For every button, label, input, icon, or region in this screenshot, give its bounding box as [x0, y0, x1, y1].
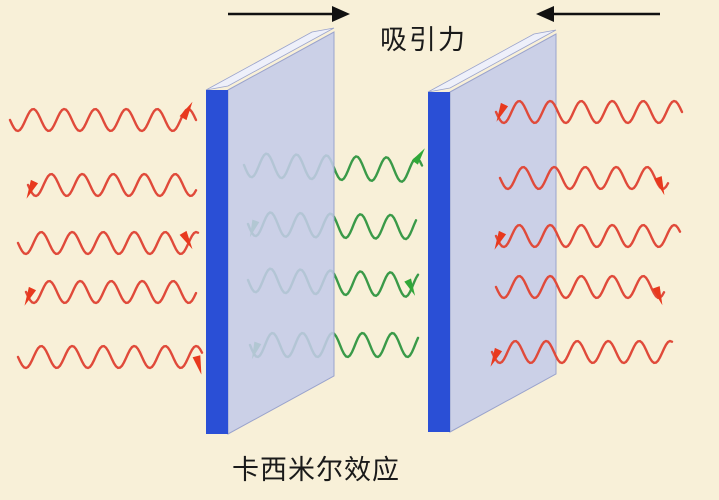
plate-left-top — [205, 27, 335, 91]
arrow-left-icon — [536, 6, 554, 22]
plate-left — [205, 27, 335, 435]
outer-wave-left-5 — [16, 344, 204, 370]
outer-arrow-right-3-icon — [494, 230, 507, 250]
outer-wave-left-4 — [24, 279, 198, 305]
outer-wave-left-1 — [8, 107, 198, 133]
outer-arrow-left-2-icon — [26, 179, 39, 199]
outer-arrow-right-5-icon — [490, 347, 503, 367]
outer-arrow-right-2-icon — [654, 176, 665, 196]
outer-arrow-left-3-icon — [179, 230, 193, 250]
foreground-layer — [228, 6, 684, 367]
arrow-right-icon — [332, 6, 350, 22]
plate-left-face — [227, 31, 335, 435]
outer-arrow-right-1-icon — [496, 102, 509, 122]
diagram-caption: 卡西米尔效应 — [232, 455, 400, 486]
outer-wave-right-5 — [490, 339, 674, 365]
attraction-label: 吸引力 — [380, 25, 467, 56]
outer-wave-left-3 — [16, 230, 200, 256]
outer-arrow-left-4-icon — [24, 286, 37, 306]
outer-wave-right-1 — [494, 99, 684, 125]
outer-arrow-right-4-icon — [652, 286, 663, 306]
outer-wave-right-2 — [498, 165, 670, 191]
plate-right-top — [427, 29, 557, 93]
outer-wave-right-3 — [494, 223, 682, 249]
outer-wave-right-4 — [494, 274, 666, 300]
inner-arrow-1-icon — [411, 148, 425, 165]
outer-arrow-left-5-icon — [192, 355, 202, 375]
plates-layer — [205, 27, 557, 435]
plate-right-edge — [428, 92, 450, 432]
outer-wave-left-2 — [26, 172, 198, 198]
plate-right — [427, 29, 557, 433]
inner-arrow-3-icon — [404, 278, 416, 296]
outer-arrow-left-1-icon — [179, 101, 193, 121]
plate-left-edge — [206, 90, 228, 434]
